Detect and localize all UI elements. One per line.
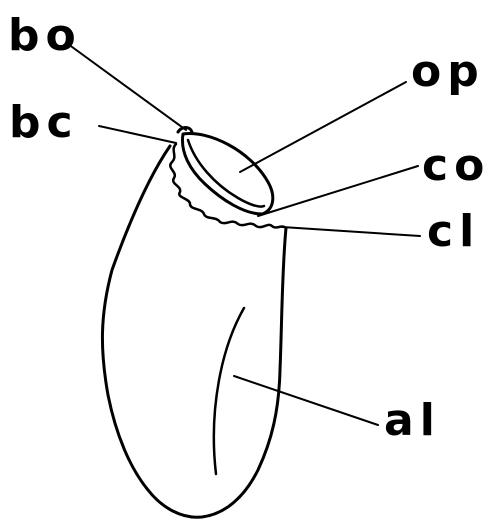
internal-line <box>214 308 244 474</box>
label-op: op <box>411 50 485 94</box>
label-bo: bo <box>8 14 82 58</box>
label-cl: cl <box>427 210 480 254</box>
leader-line-cl <box>282 227 420 236</box>
label-al: al <box>384 399 441 443</box>
label-co: co <box>422 144 490 188</box>
egg-body-outline <box>102 146 286 517</box>
leader-line-bc <box>99 126 176 143</box>
operculum-rim <box>182 133 272 214</box>
operculum-inner-edge <box>188 140 264 207</box>
leader-line-bo <box>68 44 186 130</box>
leader-line-op <box>240 82 406 172</box>
leader-line-al <box>234 376 378 425</box>
label-bc: bc <box>9 101 79 145</box>
leader-line-co <box>258 166 418 216</box>
